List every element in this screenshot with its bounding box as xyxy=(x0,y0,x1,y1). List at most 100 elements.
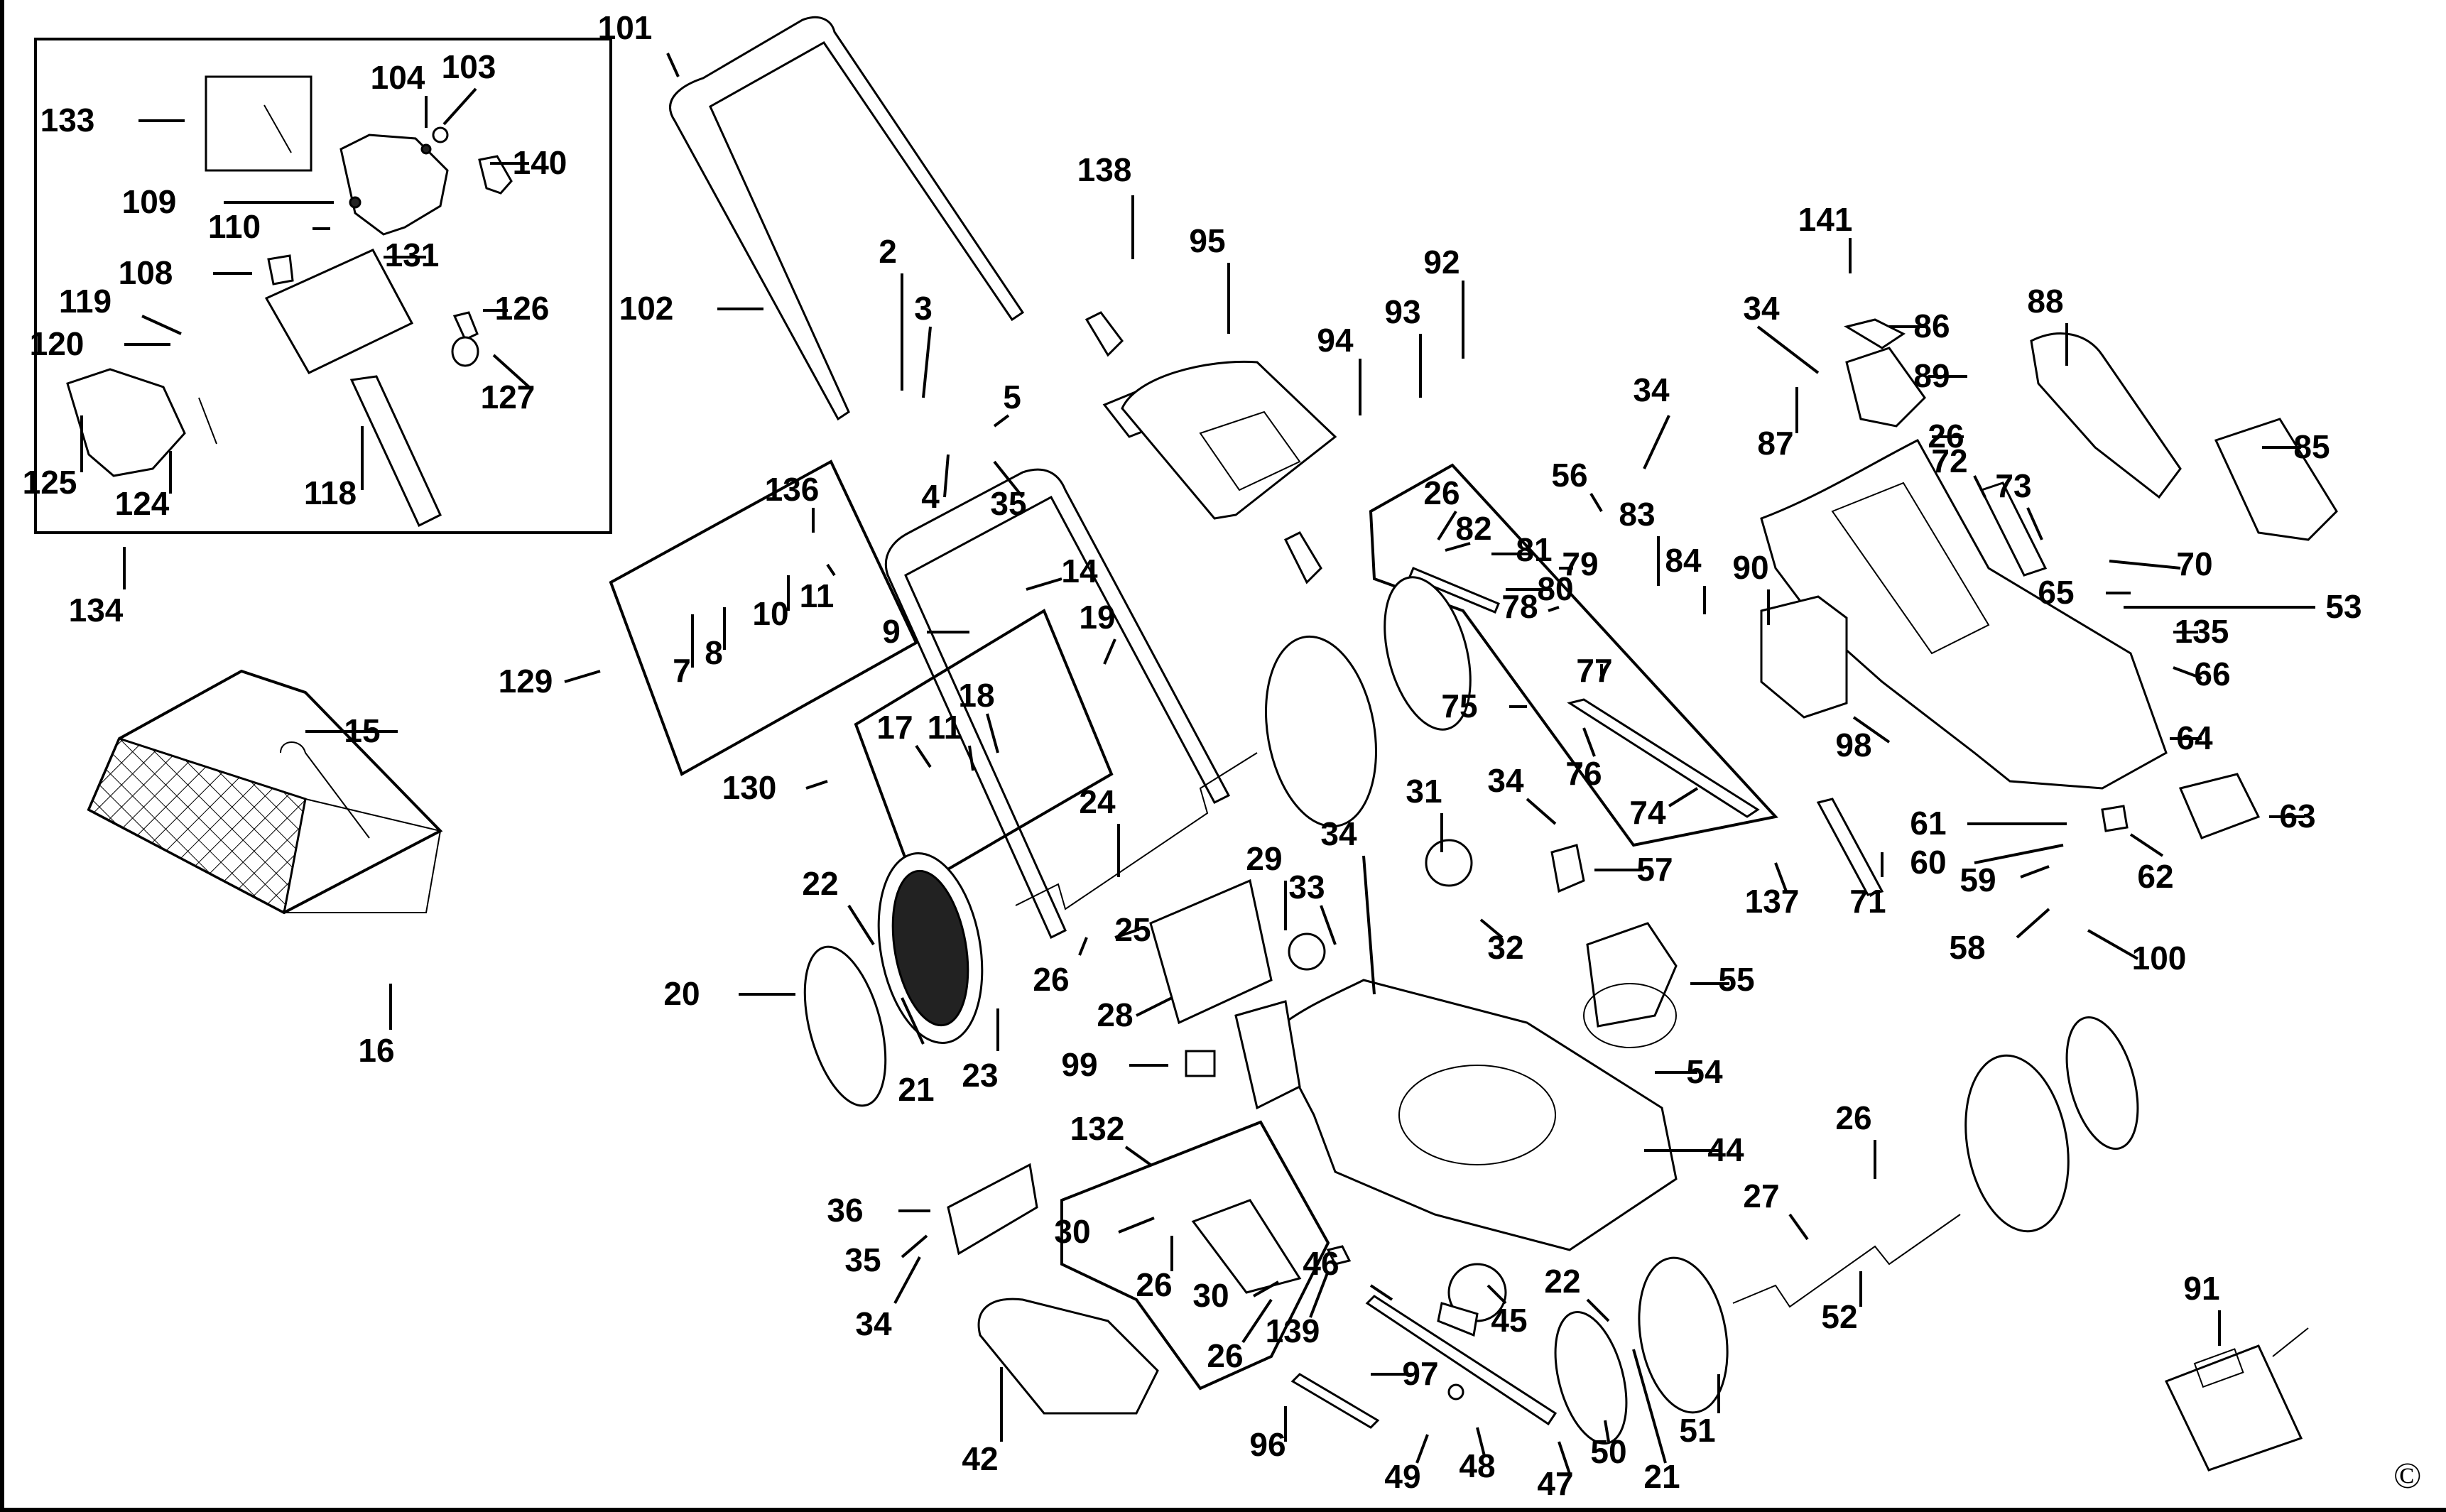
cover-part-85 xyxy=(2214,418,2338,541)
part-label-15: 15 xyxy=(344,712,380,749)
flap-part-28 xyxy=(1149,879,1273,1025)
part-label-51: 51 xyxy=(1679,1412,1715,1449)
lower-handle-part xyxy=(884,468,1231,940)
leader-line-48 xyxy=(1476,1427,1486,1457)
switch-housing-part xyxy=(339,134,449,236)
leader-line-4 xyxy=(943,454,950,498)
part-label-14: 14 xyxy=(1061,553,1098,589)
part-label-56: 56 xyxy=(1551,457,1587,494)
bar-part-71 xyxy=(1816,798,1884,896)
part-label-78: 78 xyxy=(1501,588,1538,625)
part-label-82: 82 xyxy=(1455,510,1491,547)
part-label-75: 75 xyxy=(1441,687,1477,724)
part-label-127: 127 xyxy=(481,379,536,415)
leader-line-132 xyxy=(1124,1146,1152,1166)
leader-line-62 xyxy=(2129,833,2164,857)
part-label-91: 91 xyxy=(2183,1270,2219,1307)
leader-line-103 xyxy=(442,87,477,126)
board-box-131 xyxy=(264,249,414,374)
part-label-84: 84 xyxy=(1665,542,1702,579)
part-label-27: 27 xyxy=(1743,1177,1779,1214)
part-label-35: 35 xyxy=(844,1241,881,1278)
part-label-97: 97 xyxy=(1402,1355,1438,1392)
terminal-part-62 xyxy=(2101,805,2129,832)
part-label-125: 125 xyxy=(23,464,77,501)
leader-line-19 xyxy=(1103,638,1116,665)
leader-line-46 xyxy=(1369,1284,1393,1301)
part-label-44: 44 xyxy=(1707,1131,1744,1168)
leader-line-25 xyxy=(1114,929,1137,939)
upper-handle-part xyxy=(669,16,1025,421)
part-label-16: 16 xyxy=(358,1032,394,1069)
leader-line-11 xyxy=(826,563,836,577)
part-label-92: 92 xyxy=(1423,244,1460,281)
leader-line-34 xyxy=(1643,415,1670,469)
part-label-96: 96 xyxy=(1249,1426,1285,1463)
part-label-95: 95 xyxy=(1189,222,1225,259)
part-label-48: 48 xyxy=(1459,1447,1495,1484)
part-label-59: 59 xyxy=(1959,861,1996,898)
part-label-129: 129 xyxy=(499,663,553,700)
part-label-35: 35 xyxy=(990,485,1026,522)
part-label-103: 103 xyxy=(442,48,496,85)
part-label-47: 47 xyxy=(1537,1465,1573,1502)
flap-part-36 xyxy=(947,1163,1038,1256)
leader-line-32 xyxy=(1479,918,1504,939)
part-label-136: 136 xyxy=(765,471,820,508)
part-label-11: 11 xyxy=(800,577,835,614)
part-label-11: 11 xyxy=(928,709,962,746)
control-box-part-125 xyxy=(66,368,186,477)
part-label-21: 21 xyxy=(898,1071,934,1108)
part-label-33: 33 xyxy=(1288,869,1325,905)
rear-flap-part-95 xyxy=(1121,360,1337,520)
part-label-131: 131 xyxy=(385,236,440,273)
leader-line-101 xyxy=(666,53,680,77)
leader-line-14 xyxy=(1026,577,1062,591)
part-label-34: 34 xyxy=(1320,815,1357,852)
part-label-22: 22 xyxy=(1544,1263,1580,1300)
part-label-26: 26 xyxy=(1136,1266,1172,1303)
blade-holder-part-46 xyxy=(1437,1302,1479,1337)
part-label-26: 26 xyxy=(1423,474,1460,511)
front-axle-part-52 xyxy=(1732,1214,1961,1308)
part-label-110: 110 xyxy=(208,208,261,245)
tube-part-118 xyxy=(349,375,442,528)
leader-line-74 xyxy=(1668,787,1699,807)
part-label-138: 138 xyxy=(1077,151,1132,188)
charger-part-91 xyxy=(2164,1344,2303,1472)
part-label-99: 99 xyxy=(1061,1046,1097,1083)
leader-line-73 xyxy=(2026,507,2043,540)
bracket-part-96 xyxy=(1290,1373,1380,1429)
part-label-119: 119 xyxy=(59,283,112,320)
part-label-36: 36 xyxy=(827,1192,863,1229)
part-label-5: 5 xyxy=(1003,379,1021,415)
leader-line-22 xyxy=(847,904,875,946)
leader-line-82 xyxy=(1445,542,1471,552)
part-label-29: 29 xyxy=(1246,840,1282,877)
part-label-17: 17 xyxy=(876,709,913,746)
part-label-139: 139 xyxy=(1266,1312,1320,1349)
part-label-130: 130 xyxy=(722,769,777,806)
part-label-53: 53 xyxy=(2325,588,2361,625)
leader-line-21 xyxy=(901,997,925,1045)
part-label-54: 54 xyxy=(1686,1053,1723,1090)
leader-line-34 xyxy=(893,1256,921,1304)
part-label-88: 88 xyxy=(2027,283,2063,320)
rear-right-wheel xyxy=(1265,576,1472,828)
leader-line-5 xyxy=(993,414,1010,428)
leader-line-56 xyxy=(1589,492,1603,513)
leader-line-100 xyxy=(2087,929,2138,960)
leader-line-3 xyxy=(922,326,932,398)
part-label-49: 49 xyxy=(1384,1458,1420,1495)
rear-axle-part-24 xyxy=(1015,752,1258,910)
motor-part-55 xyxy=(1586,922,1678,1028)
part-label-134: 134 xyxy=(69,592,124,629)
part-label-34: 34 xyxy=(855,1305,892,1342)
part-label-26: 26 xyxy=(1033,961,1069,998)
part-label-104: 104 xyxy=(371,59,425,96)
part-label-141: 141 xyxy=(1798,201,1853,238)
leader-line-72 xyxy=(1973,475,1986,498)
part-label-31: 31 xyxy=(1406,773,1442,810)
leader-line-26 xyxy=(1437,510,1457,541)
